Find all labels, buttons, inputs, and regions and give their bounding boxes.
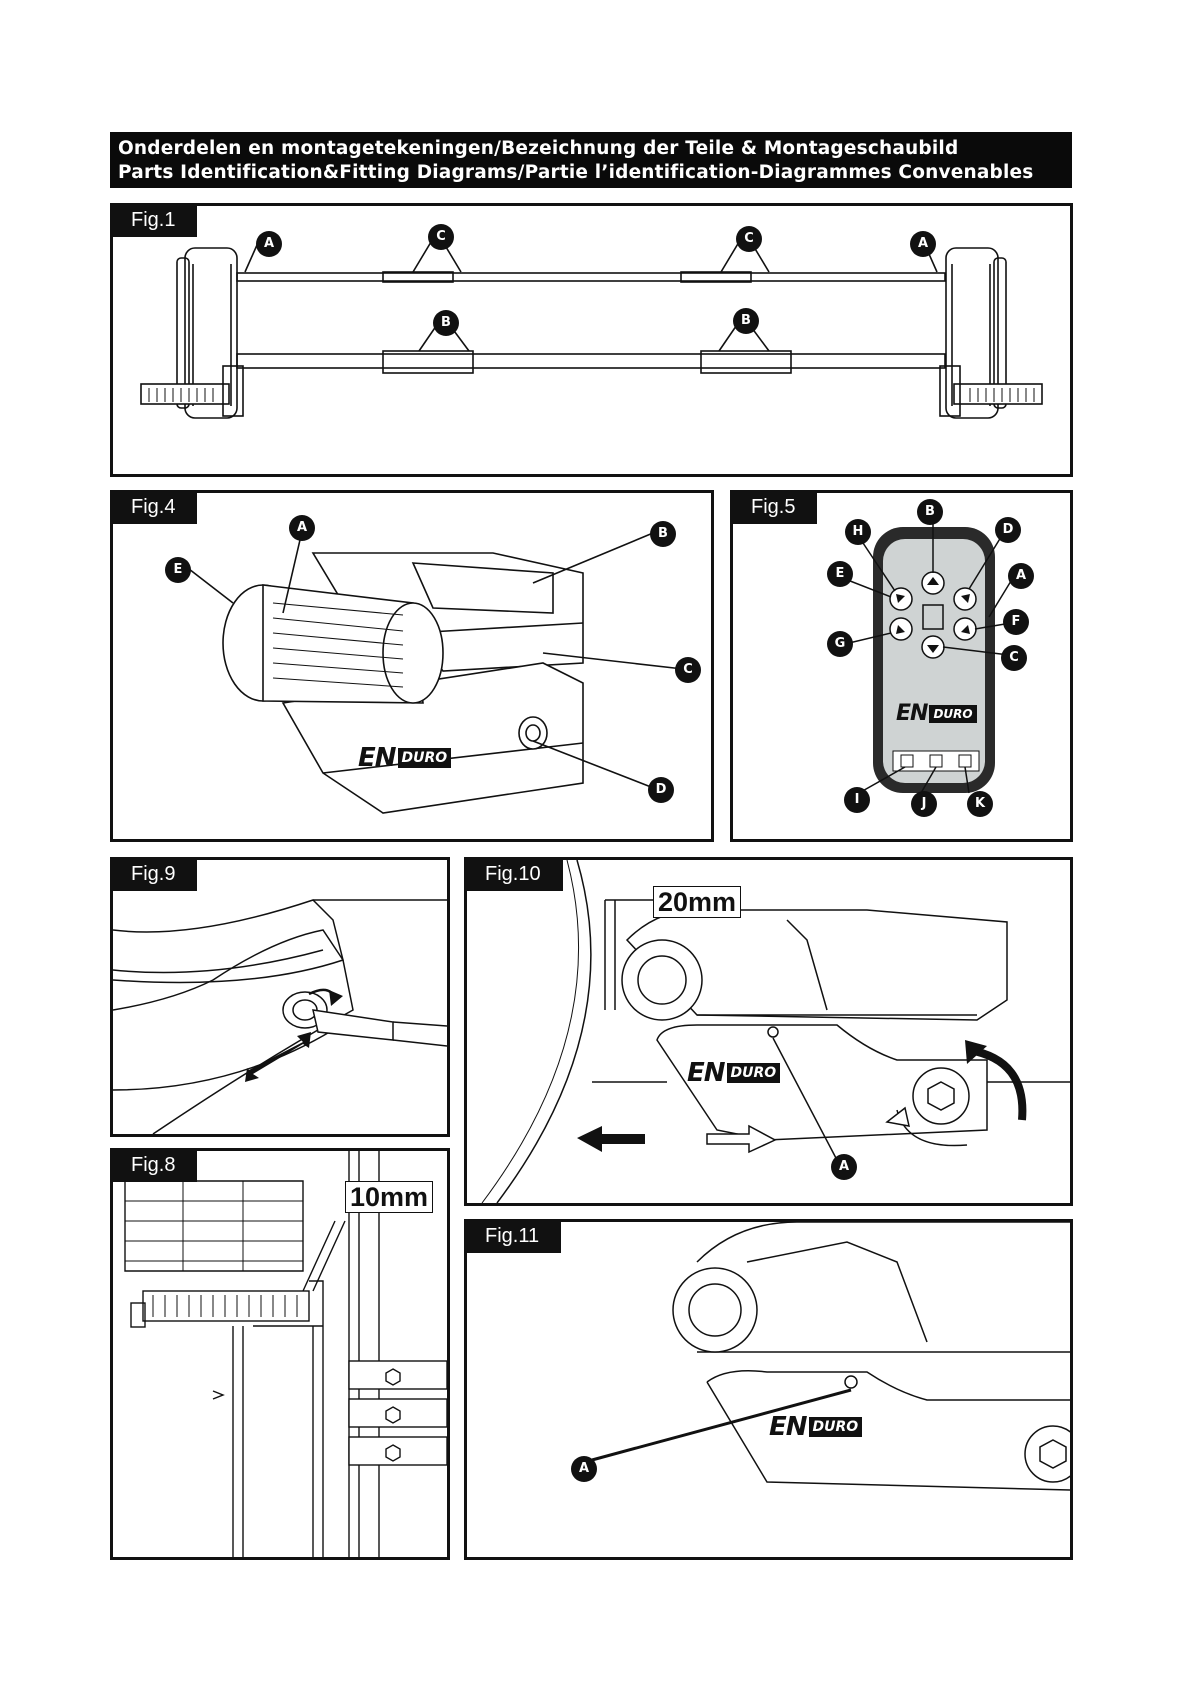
callout-d: D xyxy=(648,777,674,803)
page-header: Onderdelen en montagetekeningen/Bezeichn… xyxy=(110,132,1072,188)
logo-en: EN xyxy=(896,701,927,726)
callout-c: C xyxy=(736,226,762,252)
callout-g: G xyxy=(827,631,853,657)
callout-j: J xyxy=(911,791,937,817)
callout-a: A xyxy=(1008,563,1034,589)
callout-a: A xyxy=(256,231,282,257)
logo-duro: DURO xyxy=(929,705,976,723)
callout-c: C xyxy=(675,657,701,683)
callout-c: C xyxy=(1001,645,1027,671)
enduro-logo: EN DURO xyxy=(896,701,977,726)
callout-d: D xyxy=(995,517,1021,543)
logo-en: EN xyxy=(769,1412,807,1442)
callout-a: A xyxy=(831,1154,857,1180)
header-line-2: Parts Identification&Fitting Diagrams/Pa… xyxy=(118,161,1064,185)
figure-11-drawing xyxy=(467,1222,1070,1557)
enduro-logo: EN DURO xyxy=(769,1412,862,1442)
callout-a: A xyxy=(910,231,936,257)
logo-en: EN xyxy=(358,743,396,773)
figure-1-label: Fig.1 xyxy=(113,206,197,237)
enduro-logo: EN DURO xyxy=(687,1058,780,1088)
figure-1-panel: Fig.1 xyxy=(110,203,1073,477)
callout-c: C xyxy=(428,224,454,250)
figure-8-label: Fig.8 xyxy=(113,1151,197,1182)
figure-9-panel: Fig.9 xyxy=(110,857,450,1137)
dimension-label: 10mm xyxy=(345,1181,433,1213)
enduro-logo: EN DURO xyxy=(358,743,451,773)
figure-5-panel: Fig.5 xyxy=(730,490,1073,842)
logo-duro: DURO xyxy=(727,1063,781,1083)
callout-e: E xyxy=(165,557,191,583)
figure-10-label: Fig.10 xyxy=(467,860,563,891)
logo-duro: DURO xyxy=(809,1417,863,1437)
callout-b: B xyxy=(733,308,759,334)
callout-b: B xyxy=(650,521,676,547)
figure-4-label: Fig.4 xyxy=(113,493,197,524)
callout-b: B xyxy=(433,310,459,336)
callout-f: F xyxy=(1003,609,1029,635)
dimension-label: 20mm xyxy=(653,886,741,918)
figure-10-panel: Fig.10 20mm xyxy=(464,857,1073,1206)
figure-5-label: Fig.5 xyxy=(733,493,817,524)
figure-10-drawing xyxy=(467,860,1070,1203)
callout-a: A xyxy=(289,515,315,541)
figure-11-label: Fig.11 xyxy=(467,1222,561,1253)
figure-8-panel: Fig.8 10mm xyxy=(110,1148,450,1560)
figure-9-label: Fig.9 xyxy=(113,860,197,891)
figure-11-panel: Fig.11 EN DURO A xyxy=(464,1219,1073,1560)
callout-i: I xyxy=(844,787,870,813)
callout-k: K xyxy=(967,791,993,817)
callout-e: E xyxy=(827,561,853,587)
callout-h: H xyxy=(845,519,871,545)
logo-duro: DURO xyxy=(398,748,452,768)
header-line-1: Onderdelen en montagetekeningen/Bezeichn… xyxy=(118,137,1064,161)
logo-en: EN xyxy=(687,1058,725,1088)
figure-4-panel: Fig.4 xyxy=(110,490,714,842)
callout-a: A xyxy=(571,1456,597,1482)
figure-9-drawing xyxy=(113,860,447,1134)
callout-b: B xyxy=(917,499,943,525)
figure-4-drawing xyxy=(113,493,711,839)
